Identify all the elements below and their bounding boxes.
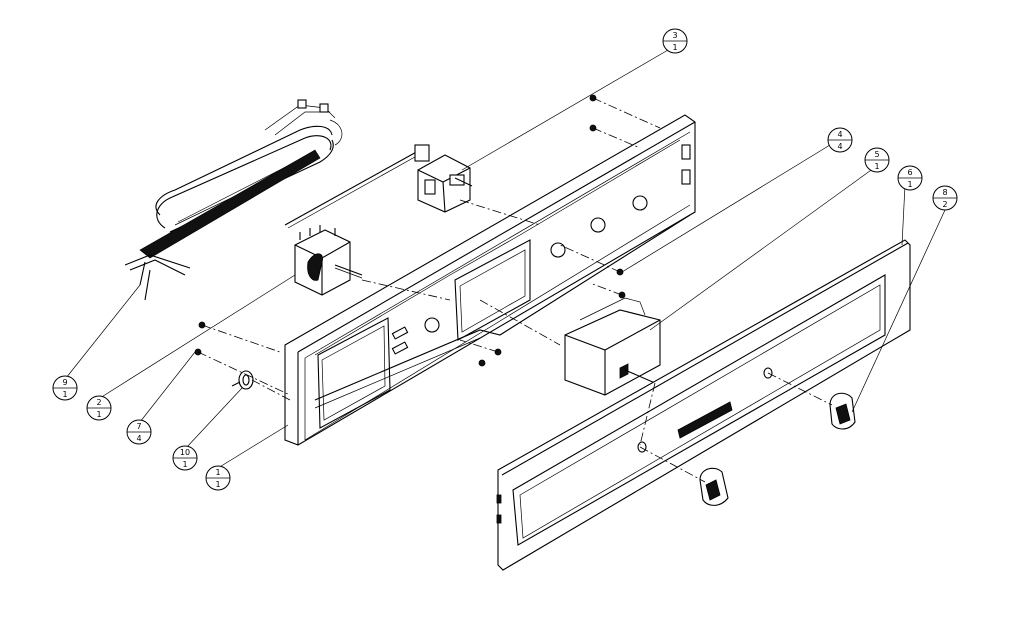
svg-text:4: 4 xyxy=(136,434,141,443)
callout-2-1: 2 1 xyxy=(86,395,112,421)
timer-module xyxy=(564,297,661,396)
svg-text:1: 1 xyxy=(182,460,187,469)
callout-9-1: 9 1 xyxy=(52,375,78,401)
svg-text:10: 10 xyxy=(180,448,190,457)
svg-text:2: 2 xyxy=(96,398,101,407)
leader-lines xyxy=(65,49,946,469)
svg-text:6: 6 xyxy=(907,168,912,177)
svg-text:1: 1 xyxy=(672,43,677,52)
svg-text:5: 5 xyxy=(874,150,879,159)
svg-text:4: 4 xyxy=(837,142,842,151)
control-panel-frame xyxy=(284,114,696,446)
wire-harness xyxy=(124,99,343,301)
knobs xyxy=(699,392,856,506)
svg-text:8: 8 xyxy=(942,188,947,197)
front-glass-panel xyxy=(496,239,911,571)
svg-text:3: 3 xyxy=(672,31,677,40)
svg-text:1: 1 xyxy=(215,480,220,489)
callout-6-1: 6 1 xyxy=(897,165,923,191)
callout-8-2: 8 2 xyxy=(932,185,958,211)
callout-4-4: 4 4 xyxy=(827,127,853,153)
thermostat xyxy=(284,144,473,229)
callout-3-1: 3 1 xyxy=(662,28,688,54)
callout-10-1: 10 1 xyxy=(172,445,198,471)
callout-7-4: 7 4 xyxy=(126,419,152,445)
grommet xyxy=(231,370,254,390)
svg-text:1: 1 xyxy=(874,162,879,171)
svg-text:7: 7 xyxy=(136,422,141,431)
svg-text:1: 1 xyxy=(96,410,101,419)
svg-text:9: 9 xyxy=(62,378,67,387)
svg-text:1: 1 xyxy=(907,180,912,189)
svg-text:2: 2 xyxy=(942,200,947,209)
callout-1-1: 1 1 xyxy=(205,465,231,491)
svg-text:4: 4 xyxy=(837,130,842,139)
svg-text:1: 1 xyxy=(215,468,220,477)
callout-5-1: 5 1 xyxy=(864,147,890,173)
selector-switch xyxy=(294,225,363,296)
svg-text:1: 1 xyxy=(62,390,67,399)
alignment-lines xyxy=(197,97,833,483)
